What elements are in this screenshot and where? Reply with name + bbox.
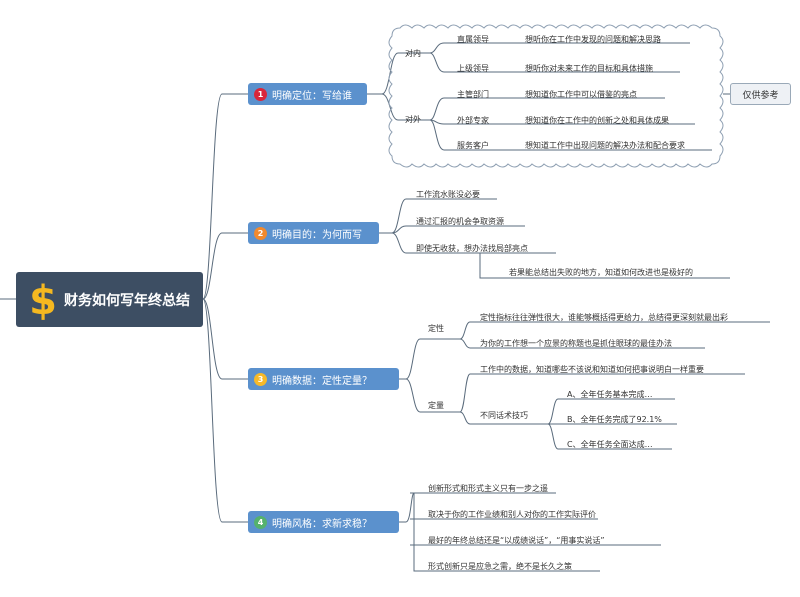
branch-label: 明确风格：求新求稳？ — [272, 518, 372, 530]
wording-option[interactable]: B、全年任务完成了92.1% — [567, 415, 662, 424]
audience-want[interactable]: 想知道你工作中可以借鉴的亮点 — [525, 90, 637, 99]
audience-want[interactable]: 想知道你在工作中的创新之处和具体成果 — [525, 116, 669, 125]
root-node[interactable]: $ 财务如何写年终总结 — [16, 272, 203, 327]
root-title: 财务如何写年终总结 — [64, 292, 190, 309]
branch-label: 明确数据：定性定量？ — [272, 375, 372, 387]
number-badge: 2 — [254, 226, 267, 240]
reference-only-tag[interactable]: 仅供参考 — [730, 83, 791, 105]
audience-label[interactable]: 服务客户 — [457, 141, 489, 150]
audience-want[interactable]: 想听你对未来工作的目标和具体措施 — [525, 64, 653, 73]
purpose-item[interactable]: 工作流水账没必要 — [416, 190, 480, 199]
reference-cloud-boundary — [388, 24, 724, 168]
audience-want[interactable]: 想听你在工作中发现的问题和解决思路 — [525, 35, 661, 44]
branch-data[interactable]: 3 明确数据：定性定量？ — [248, 368, 399, 390]
audience-label[interactable]: 外部专家 — [457, 116, 489, 125]
purpose-item[interactable]: 即使无收获，想办法找局部亮点 — [416, 244, 528, 253]
branch-purpose[interactable]: 2 明确目的：为何而写 — [248, 222, 379, 244]
branch-label: 明确目的：为何而写 — [272, 229, 362, 241]
purpose-subitem[interactable]: 若果能总结出失败的地方，知道如何改进也是极好的 — [509, 268, 693, 277]
svg-text:$: $ — [29, 280, 57, 320]
qualitative-item[interactable]: 定性指标往往弹性很大，谁能够概括得更给力，总结得更深刻就最出彩 — [480, 313, 728, 322]
branch-positioning[interactable]: 1 明确定位：写给谁 — [248, 83, 367, 105]
wording-option[interactable]: A、全年任务基本完成… — [567, 390, 653, 399]
branch-style[interactable]: 4 明确风格：求新求稳？ — [248, 511, 399, 533]
group-internal[interactable]: 对内 — [405, 49, 421, 58]
group-external[interactable]: 对外 — [405, 115, 421, 124]
wording-skill[interactable]: 不同话术技巧 — [480, 411, 528, 420]
style-item[interactable]: 取决于你的工作业绩和别人对你的工作实际评价 — [428, 510, 596, 519]
dollar-icon: $ — [28, 280, 58, 320]
number-badge: 1 — [254, 87, 267, 101]
audience-label[interactable]: 上级领导 — [457, 64, 489, 73]
style-item[interactable]: 最好的年终总结还是“以成绩说话”，“用事实说话” — [428, 536, 605, 545]
style-item[interactable]: 创新形式和形式主义只有一步之遥 — [428, 484, 548, 493]
number-badge: 4 — [254, 515, 267, 529]
purpose-item[interactable]: 通过汇报的机会争取资源 — [416, 217, 504, 226]
wording-option[interactable]: C、全年任务全面达成… — [567, 440, 653, 449]
number-badge: 3 — [254, 372, 267, 386]
quantitative-item[interactable]: 工作中的数据，知道哪些不该说和知道如何把事说明白一样重要 — [480, 365, 704, 374]
qualitative-group[interactable]: 定性 — [428, 324, 444, 333]
branch-label: 明确定位：写给谁 — [272, 90, 352, 102]
audience-label[interactable]: 直属领导 — [457, 35, 489, 44]
qualitative-item[interactable]: 为你的工作想一个应景的称题也是抓住眼球的最佳办法 — [480, 339, 672, 348]
audience-label[interactable]: 主管部门 — [457, 90, 489, 99]
audience-want[interactable]: 想知道工作中出现问题的解决办法和配合要求 — [525, 141, 685, 150]
quantitative-group[interactable]: 定量 — [428, 401, 444, 410]
style-item[interactable]: 形式创新只是应急之需，绝不是长久之策 — [428, 562, 572, 571]
